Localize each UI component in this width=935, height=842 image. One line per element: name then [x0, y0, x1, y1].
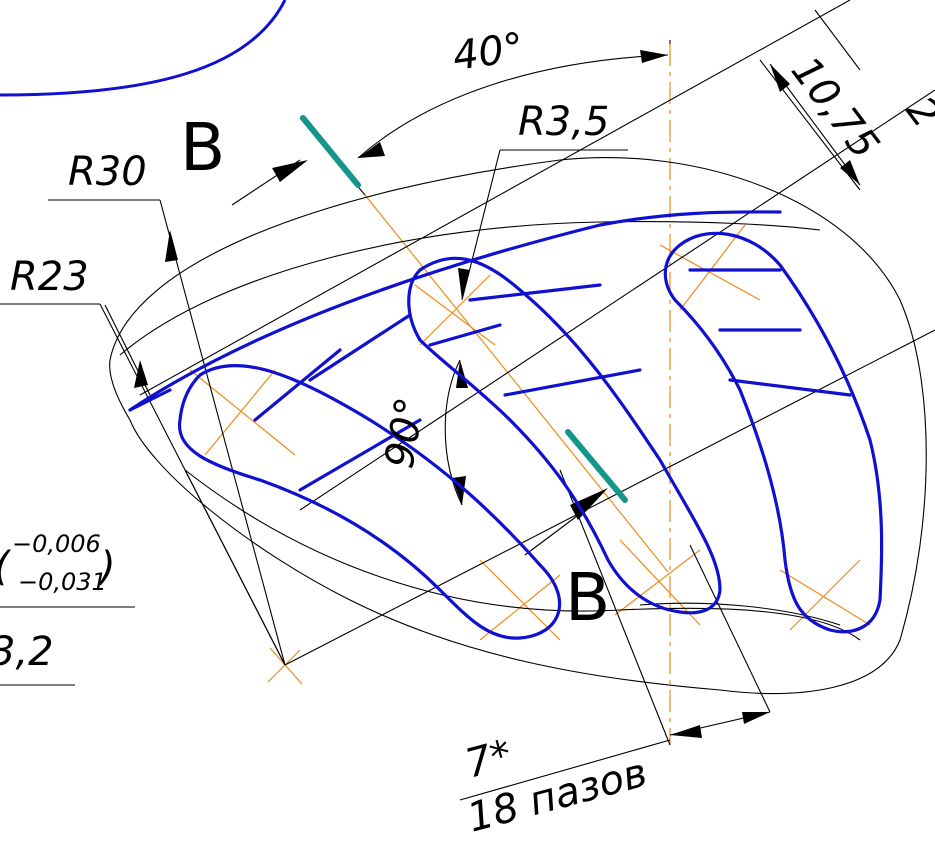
- body-outline: [109, 157, 927, 694]
- section-axis-line: [364, 194, 669, 573]
- arc-90: [444, 359, 463, 506]
- center-lines: [189, 44, 871, 745]
- slots: [128, 210, 884, 640]
- center-mark: [267, 649, 301, 683]
- section-mark-top: [300, 115, 361, 188]
- dim-r30: R30: [68, 149, 147, 195]
- tol-upper: −0,006: [12, 530, 101, 558]
- tol-bracket-close: ): [97, 544, 116, 590]
- outline-lines: [0, 0, 935, 801]
- slot-3: [663, 231, 884, 634]
- arc-40: [357, 54, 669, 159]
- dim-line-b: [139, 0, 851, 396]
- center-mark-2: [269, 647, 303, 685]
- dim-r3-5: R3,5: [518, 99, 609, 145]
- slot-1: [178, 364, 562, 640]
- tol-lower: −0,031: [18, 568, 107, 596]
- ext-10-75-b: [814, 9, 861, 71]
- dim-slot-width: 7*: [461, 731, 517, 787]
- section-label-bottom: B: [565, 559, 610, 636]
- slot-edge-top: [128, 210, 782, 412]
- inner-arc-bottom-2: [639, 602, 841, 626]
- section-mark-bottom: [565, 429, 628, 503]
- dim-10-75: 10,75: [782, 48, 888, 167]
- partial-value: 3,2: [0, 629, 54, 675]
- dim-line-c: [299, 89, 935, 511]
- dim-r23: R23: [10, 254, 89, 300]
- dim-corner-2: 2: [897, 88, 935, 136]
- outer-arc: [0, 0, 287, 97]
- dim-angle-40: 40°: [450, 24, 527, 79]
- tol-bracket-open: (: [0, 544, 12, 590]
- dim-line-a: [284, 329, 935, 666]
- inner-arc-top: [119, 221, 821, 356]
- section-marks: [300, 115, 628, 503]
- section-label-top: B: [180, 109, 225, 186]
- slot-2: [407, 256, 722, 615]
- inner-arc-bottom: [184, 469, 861, 641]
